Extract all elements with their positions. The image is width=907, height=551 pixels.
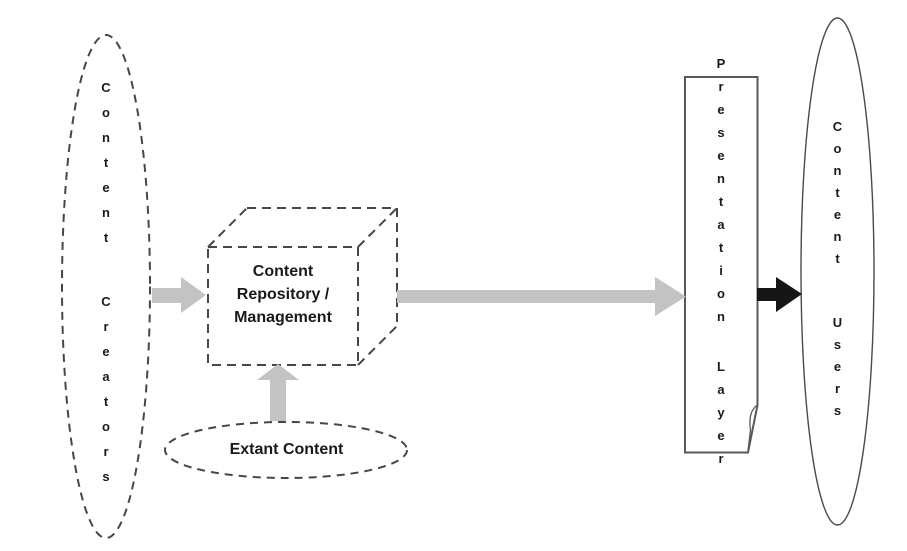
content-creators-ellipse bbox=[61, 34, 151, 539]
content-repository-label: Content Repository / Management bbox=[208, 260, 358, 329]
presentation-layer-label: Presentation Layer bbox=[713, 56, 729, 474]
content-creators-label: Content Creators bbox=[98, 79, 114, 494]
page-curl bbox=[747, 404, 758, 452]
content-users-ellipse bbox=[800, 17, 875, 526]
arrow-extant-to-repository bbox=[257, 364, 299, 421]
arrow-presentation-to-users bbox=[757, 277, 802, 312]
arrow-repository-to-presentation bbox=[397, 277, 686, 316]
content-creators-node: Content Creators bbox=[62, 35, 150, 538]
repository-label-line1: Content bbox=[252, 263, 314, 280]
repository-label-line3: Management bbox=[234, 309, 332, 326]
presentation-layer-node: Presentation Layer bbox=[685, 56, 757, 474]
content-users-node: Content Users bbox=[801, 18, 874, 525]
content-users-label: Content Users bbox=[830, 118, 845, 425]
presentation-layer-box bbox=[684, 76, 759, 454]
extant-content-label: Extant Content bbox=[229, 441, 344, 458]
arrow-creators-to-repository bbox=[152, 277, 206, 313]
content-repository-cube bbox=[207, 207, 398, 366]
extant-content-node: Extant Content bbox=[165, 422, 408, 478]
extant-content-ellipse bbox=[164, 421, 408, 479]
repository-label-line2: Repository / bbox=[236, 286, 330, 303]
